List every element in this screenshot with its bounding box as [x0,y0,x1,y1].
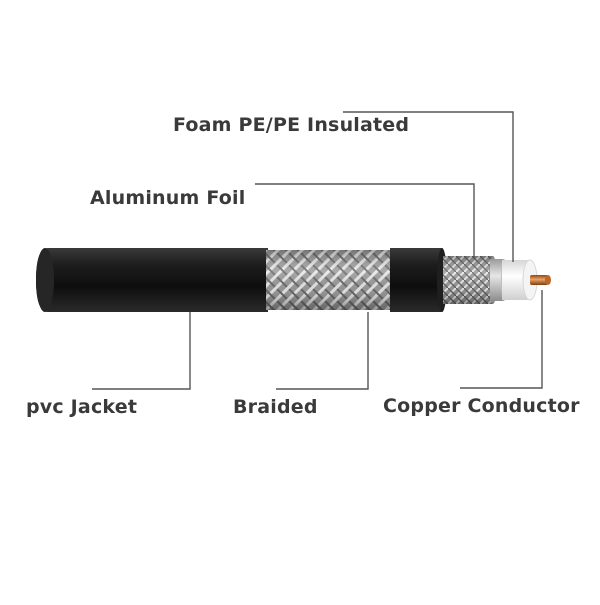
foam-insulation-layer [502,259,538,301]
aluminum-foil-label: Aluminum Foil [90,187,246,209]
leader-line-jacket [92,312,191,390]
copper-conductor-label: Copper Conductor [383,395,580,417]
leader-line-braid [276,312,369,390]
leader-lines [92,111,543,390]
leader-line-foil [255,183,475,258]
braid-layer [443,256,497,304]
copper-conductor [530,275,551,285]
foam-insulation-label: Foam PE/PE Insulated [173,114,410,136]
braided-label: Braided [233,396,318,418]
braid-window [266,250,392,310]
pvc-jacket-ring [390,248,447,312]
pvc-jacket-label: pvc Jacket [26,396,138,418]
leader-line-copper [460,290,543,389]
leader-line-foam [343,111,514,262]
pvc-jacket [36,248,268,312]
